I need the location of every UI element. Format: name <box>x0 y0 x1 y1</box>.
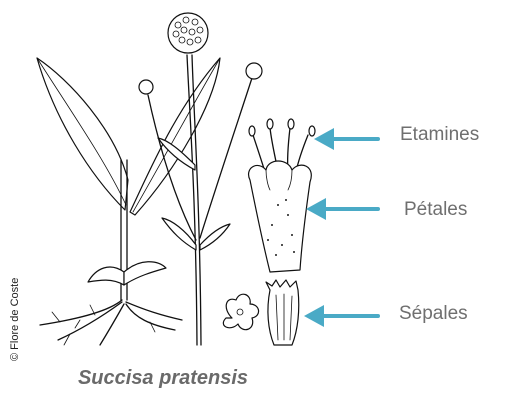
label-sepales: Sépales <box>399 303 468 325</box>
label-etamines: Etamines <box>400 124 479 146</box>
arrow-petales <box>306 198 378 220</box>
left-plant <box>37 58 220 345</box>
species-caption: Succisa pratensis <box>0 367 506 390</box>
arrow-sepales <box>304 305 378 327</box>
label-petales: Pétales <box>404 199 467 221</box>
image-credit: © Flore de Coste <box>9 278 21 361</box>
flower-top-view <box>223 294 258 329</box>
species-name: Succisa pratensis <box>78 367 248 389</box>
arrow-etamines <box>314 128 378 150</box>
